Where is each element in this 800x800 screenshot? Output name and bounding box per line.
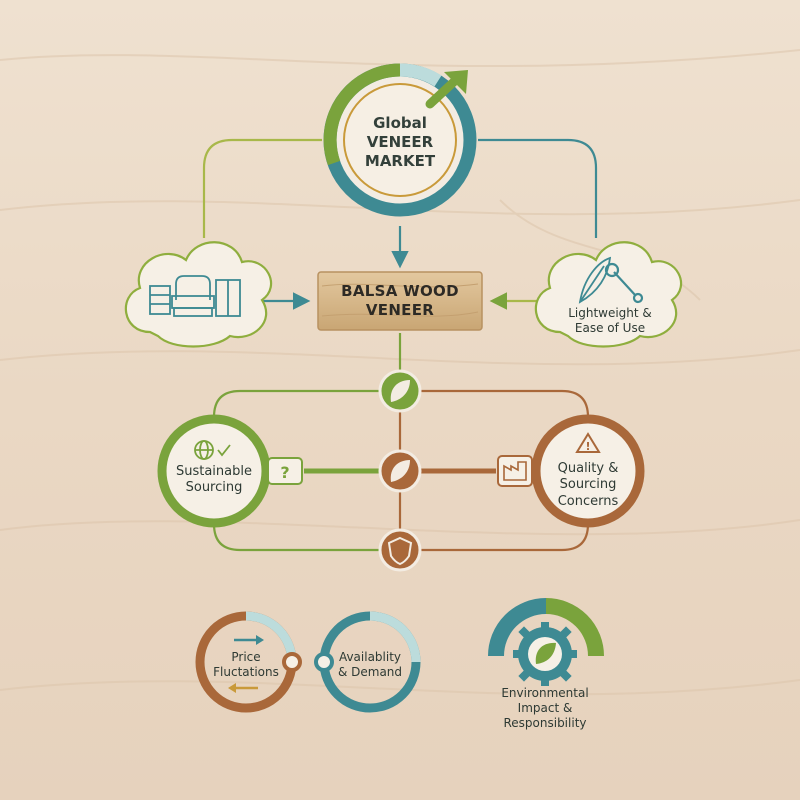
leaf-icon [390, 460, 410, 482]
quality-concerns-node: ! [497, 414, 645, 528]
sustainable-label: Sustainable Sourcing [175, 464, 252, 496]
warning-icon [575, 432, 601, 453]
global-market-node [323, 63, 477, 217]
leaf-node-top [378, 369, 422, 413]
lightweight-cloud [534, 241, 683, 348]
environmental-label: Environmental Impact & Responsibility [501, 686, 589, 730]
leaf-icon [390, 380, 410, 402]
left-arrow-icon [228, 683, 258, 693]
availability-label: Availablity & Demand [337, 650, 403, 679]
shield-icon [387, 536, 413, 566]
global-market-label: Global VENEER MARKET [364, 114, 436, 170]
quality-label: Quality & Sourcing Concerns [557, 461, 619, 509]
furniture-cloud [124, 241, 273, 348]
environmental-node [488, 598, 604, 686]
balsa-wood-label: BALSA WOOD VENEER [341, 282, 459, 319]
lightweight-label: Lightweight & Ease of Use [568, 306, 652, 335]
price-label: Price Fluctations [213, 650, 279, 679]
feather-icon [578, 256, 612, 304]
wrench-icon [604, 262, 644, 304]
svg-text:?: ? [280, 463, 289, 482]
factory-icon [497, 455, 533, 487]
furniture-icon [149, 275, 241, 317]
balsa-wood-board [317, 271, 483, 331]
availability-node [314, 611, 421, 713]
price-node [195, 611, 302, 713]
leaf-icon [535, 642, 556, 664]
growth-arrow-icon [425, 70, 468, 109]
shield-node [378, 528, 422, 572]
leaf-node-middle [378, 449, 422, 493]
right-arrow-icon [234, 635, 264, 645]
gear-icon [513, 622, 577, 686]
svg-text:!: ! [585, 440, 590, 453]
question-icon: ? [267, 457, 303, 485]
globe-icon [194, 440, 231, 460]
sustainable-sourcing-node: ? [157, 414, 303, 528]
